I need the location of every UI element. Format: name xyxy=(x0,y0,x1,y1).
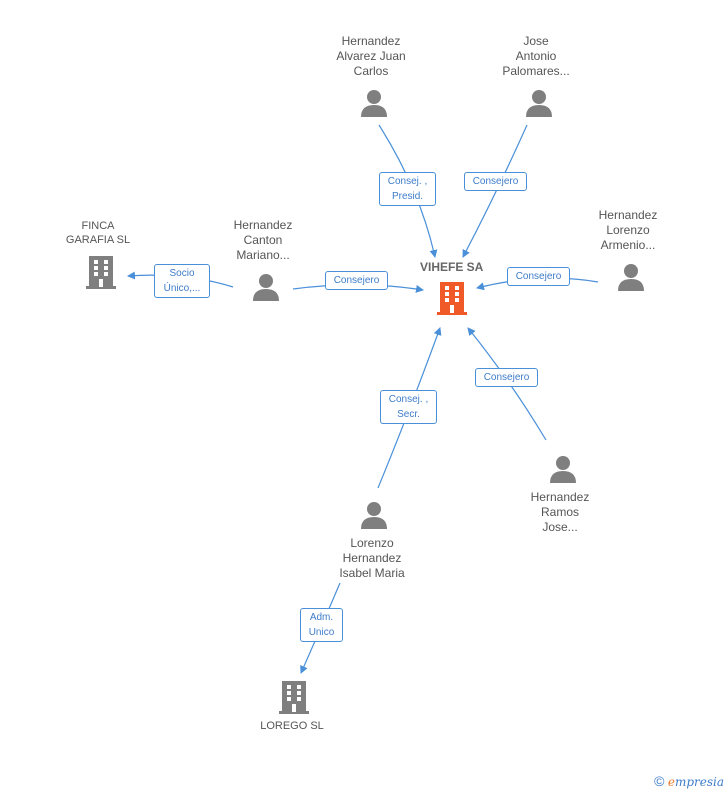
role-line: Consejero xyxy=(515,271,562,282)
role-box-lorego[interactable]: Adm. Unico xyxy=(300,608,343,642)
company-label-lorego[interactable]: LOREGO SL xyxy=(242,719,342,734)
center-building-icon[interactable] xyxy=(436,280,468,321)
person-icon[interactable] xyxy=(524,88,554,123)
person-name-line: Alvarez Juan xyxy=(336,49,406,63)
person-name-line: Ramos xyxy=(540,505,579,519)
person-name-line: Canton xyxy=(243,233,283,247)
role-line: Consej. , xyxy=(387,176,428,187)
role-box-finca[interactable]: Socio Único,... xyxy=(154,264,210,298)
brand-rest: mpresia xyxy=(674,775,724,789)
role-box-hcm[interactable]: Consejero xyxy=(325,271,388,290)
company-name-line: FINCA xyxy=(81,220,115,232)
person-name-line: Palomares... xyxy=(502,64,570,78)
role-box-hrj[interactable]: Consejero xyxy=(475,368,538,387)
copyright-icon: © xyxy=(654,773,665,789)
company-label-finca[interactable]: FINCA GARAFIA SL xyxy=(48,219,148,247)
role-line: Unico xyxy=(308,627,335,638)
person-name-line: Carlos xyxy=(353,64,389,78)
role-box-hla[interactable]: Consejero xyxy=(507,267,570,286)
role-line: Consej. , xyxy=(388,394,429,405)
person-name-line: Mariano... xyxy=(236,248,290,262)
role-line: Consejero xyxy=(333,275,380,286)
person-icon[interactable] xyxy=(616,262,646,297)
person-label-hrj[interactable]: Hernandez Ramos Jose... xyxy=(510,490,610,535)
center-company-name[interactable]: VIHEFE SA xyxy=(420,260,484,274)
role-box-lhim[interactable]: Consej. , Secr. xyxy=(380,390,437,424)
company-name-line: LOREGO SL xyxy=(260,720,324,732)
role-line: Presid. xyxy=(391,191,424,202)
role-line: Secr. xyxy=(397,409,420,420)
person-label-lhim[interactable]: Lorenzo Hernandez Isabel Maria xyxy=(320,536,424,581)
company-name-line: GARAFIA SL xyxy=(65,234,131,246)
person-icon[interactable] xyxy=(359,500,389,535)
person-name-line: Hernandez xyxy=(530,490,590,504)
edge-line-jap xyxy=(462,124,528,258)
role-line: Único,... xyxy=(163,283,201,294)
person-name-line: Hernandez xyxy=(341,34,401,48)
role-box-jap[interactable]: Consejero xyxy=(464,172,527,191)
person-label-jap[interactable]: Jose Antonio Palomares... xyxy=(486,34,586,79)
person-label-hajc[interactable]: Hernandez Alvarez Juan Carlos xyxy=(321,34,421,79)
person-name-line: Jose... xyxy=(542,520,578,534)
role-line: Socio xyxy=(169,268,195,279)
building-icon[interactable] xyxy=(278,679,310,720)
person-name-line: Hernandez xyxy=(342,551,402,565)
role-line: Consejero xyxy=(483,372,530,383)
person-name-line: Isabel Maria xyxy=(339,566,405,580)
role-box-hajc[interactable]: Consej. , Presid. xyxy=(379,172,436,206)
role-line: Consejero xyxy=(472,176,519,187)
person-name-line: Hernandez xyxy=(598,208,658,222)
person-name-line: Antonio xyxy=(515,49,557,63)
person-name-line: Lorenzo xyxy=(350,536,394,550)
brand-logo: empresia xyxy=(668,775,724,789)
person-icon[interactable] xyxy=(359,88,389,123)
person-icon[interactable] xyxy=(251,272,281,307)
role-line: Adm. xyxy=(309,612,334,623)
person-name-line: Lorenzo xyxy=(606,223,650,237)
person-label-hla[interactable]: Hernandez Lorenzo Armenio... xyxy=(578,208,678,253)
building-icon[interactable] xyxy=(85,254,117,295)
brand-e: e xyxy=(667,775,675,789)
person-name-line: Hernandez xyxy=(233,218,293,232)
person-label-hcm[interactable]: Hernandez Canton Mariano... xyxy=(213,218,313,263)
brand-footer[interactable]: © empresia xyxy=(654,773,724,789)
person-name-line: Armenio... xyxy=(600,238,656,252)
person-name-line: Jose xyxy=(523,34,549,48)
person-icon[interactable] xyxy=(548,454,578,489)
